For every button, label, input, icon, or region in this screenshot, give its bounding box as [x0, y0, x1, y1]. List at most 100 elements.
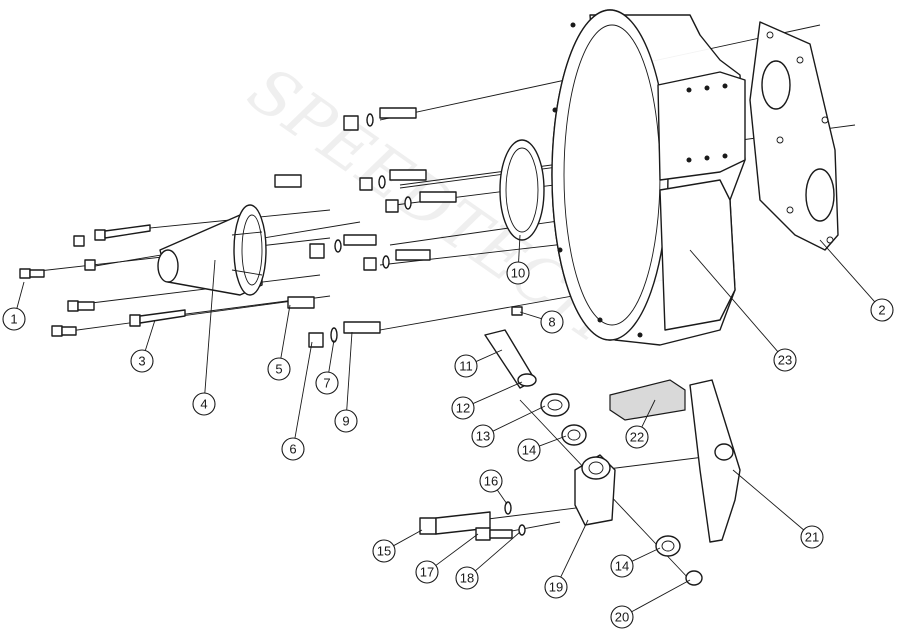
callout-label: 9: [342, 414, 349, 429]
center-fasteners: [274, 107, 457, 348]
callout-label: 23: [778, 353, 792, 368]
callout-circle: [415, 560, 439, 584]
callout-circle: [372, 539, 396, 563]
callout-c13: 13: [471, 405, 546, 448]
callout-label: 14: [615, 559, 629, 574]
callout-circle: [334, 409, 358, 433]
callout-c15: 15: [372, 529, 423, 563]
callout-circle: [471, 424, 495, 448]
leader-line: [346, 331, 353, 411]
callout-c18: 18: [455, 531, 521, 590]
shaft-assembly: [484, 306, 587, 446]
callout-circle: [192, 392, 216, 416]
part-2-gasket: [749, 21, 839, 251]
leader-line: [16, 281, 25, 309]
callout-label: 4: [200, 397, 207, 412]
leader-line: [539, 435, 567, 447]
callout-circle: [610, 605, 634, 629]
leader-line: [631, 579, 691, 613]
callout-c5: 5: [267, 304, 291, 381]
callout-label: 22: [630, 430, 644, 445]
callout-c3: 3: [130, 319, 156, 373]
callout-circle: [773, 348, 797, 372]
callout-label: 19: [549, 580, 563, 595]
callout-c19: 19: [544, 519, 589, 599]
callout-c14a: 14: [517, 435, 567, 462]
callout-label: 15: [377, 544, 391, 559]
part-4-retainer-tube: [157, 204, 267, 296]
callout-circle: [281, 437, 305, 461]
callout-circle: [610, 554, 634, 578]
callout-label: 14: [522, 443, 536, 458]
callout-c14b: 14: [610, 547, 661, 578]
leader-line: [144, 319, 156, 351]
part-23-housing: [551, 9, 746, 346]
callout-c20: 20: [610, 579, 691, 629]
callout-label: 6: [289, 442, 296, 457]
callout-c12: 12: [451, 381, 523, 420]
callout-circle: [625, 425, 649, 449]
callout-c23: 23: [689, 249, 797, 372]
callout-label: 20: [615, 610, 629, 625]
callout-circle: [544, 575, 568, 599]
left-bolts: [19, 224, 186, 337]
callout-circle: [130, 349, 154, 373]
callout-c10: 10: [506, 234, 530, 285]
leader-line: [472, 381, 523, 404]
callout-label: 10: [511, 266, 525, 281]
callout-label: 16: [484, 474, 498, 489]
leader-line: [732, 469, 804, 531]
callout-c11: 11: [454, 349, 503, 378]
callout-circle: [455, 566, 479, 590]
leader-line: [492, 405, 546, 432]
lower-fasteners: [419, 501, 703, 586]
leader-line: [496, 489, 508, 505]
callout-c9: 9: [334, 331, 358, 433]
callout-label: 5: [275, 362, 282, 377]
leader-line: [518, 234, 521, 263]
callout-c8: 8: [519, 310, 564, 334]
callout-label: 21: [805, 530, 819, 545]
callout-c7: 7: [315, 339, 339, 395]
callout-label: 8: [548, 315, 555, 330]
callout-c1: 1: [2, 281, 26, 331]
leader-line: [475, 531, 521, 572]
leader-line: [393, 529, 423, 547]
callout-c21: 21: [732, 469, 824, 549]
callout-label: 13: [476, 429, 490, 444]
leader-line: [689, 249, 779, 352]
leader-line: [560, 519, 589, 578]
callout-label: 1: [10, 312, 17, 327]
callout-label: 17: [420, 565, 434, 580]
callout-circle: [517, 438, 541, 462]
callout-circle: [800, 525, 824, 549]
leader-line: [475, 349, 503, 362]
leader-line: [294, 341, 313, 439]
callout-c16: 16: [479, 469, 508, 505]
leader-line: [280, 304, 291, 359]
leader-line: [328, 339, 335, 373]
leader-line: [819, 239, 876, 303]
callout-circle: [454, 354, 478, 378]
callout-label: 18: [460, 571, 474, 586]
callout-circle: [315, 371, 339, 395]
callout-circle: [479, 469, 503, 493]
part-22-boot: [609, 379, 686, 421]
leader-line: [631, 547, 661, 562]
leader-line: [519, 311, 542, 320]
callout-circle: [506, 261, 530, 285]
callout-circle: [451, 396, 475, 420]
callout-label: 7: [323, 376, 330, 391]
leader-line: [435, 533, 479, 566]
part-21-fork: [689, 379, 741, 543]
callout-c6: 6: [281, 341, 313, 461]
callout-label: 12: [456, 401, 470, 416]
part-10-gasket-ring: [499, 139, 545, 241]
callout-c4: 4: [192, 259, 216, 416]
callout-circle: [2, 307, 26, 331]
callout-circle: [540, 310, 564, 334]
part-19-pivot: [574, 454, 616, 526]
